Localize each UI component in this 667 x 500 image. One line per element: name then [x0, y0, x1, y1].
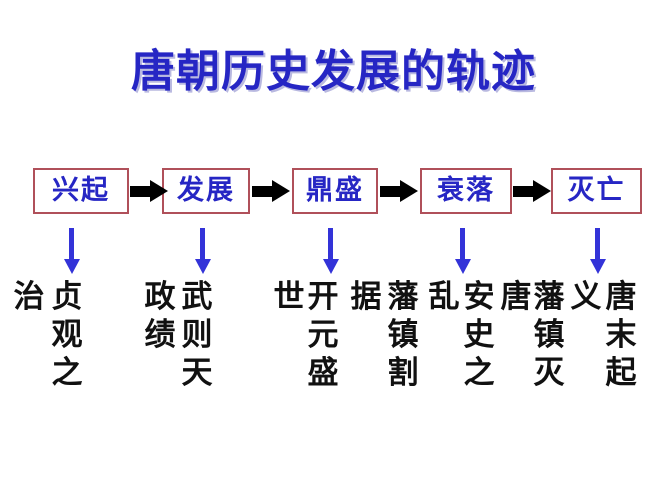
arrow-head: [455, 259, 471, 274]
column-zhengji: 政绩: [143, 278, 177, 354]
column-char: 义: [570, 279, 602, 315]
column-char: 绩: [144, 317, 176, 353]
column-char: 末: [605, 317, 637, 353]
column-char: 政: [144, 279, 176, 315]
arrow-shaft: [460, 228, 465, 262]
column-char: 元: [307, 317, 339, 353]
column-ju: 据: [349, 278, 383, 316]
column-char: 世: [273, 279, 305, 315]
arrow-head: [64, 259, 80, 274]
arrow-head: [323, 259, 339, 274]
column-char: 镇: [387, 317, 419, 353]
stage-box-3[interactable]: 鼎盛: [292, 168, 378, 214]
arrow-shaft: [200, 228, 205, 262]
column-char: 割: [387, 355, 419, 391]
arrow-decline-to-fall-icon: [513, 180, 553, 202]
arrow-develop-to-peak-icon: [252, 180, 292, 202]
arrow-head: [400, 180, 418, 202]
arrow-shaft: [130, 186, 152, 197]
column-char: 据: [350, 279, 382, 315]
stage-box-4[interactable]: 衰落: [420, 168, 512, 214]
column-char: 则: [181, 317, 213, 353]
column-char: 之: [51, 355, 83, 391]
arrow-head: [533, 180, 551, 202]
column-char: 灭: [533, 355, 565, 391]
arrow-rise-to-develop-icon: [130, 180, 170, 202]
column-fanzhenmie: 藩镇灭: [532, 278, 566, 392]
down-arrow-peak-icon: [322, 228, 340, 274]
stage-box-1[interactable]: 兴起: [33, 168, 129, 214]
column-anshizhi: 安史之: [462, 278, 496, 392]
column-char: 唐: [500, 279, 532, 315]
column-char: 武: [181, 279, 213, 315]
arrow-head: [590, 259, 606, 274]
column-char: 唐: [605, 279, 637, 315]
column-char: 盛: [307, 355, 339, 391]
arrow-shaft: [69, 228, 74, 262]
arrow-head: [150, 180, 168, 202]
column-char: 起: [605, 355, 637, 391]
column-char: 安: [463, 279, 495, 315]
arrow-head: [195, 259, 211, 274]
column-char: 史: [463, 317, 495, 353]
stage-box-5[interactable]: 灭亡: [551, 168, 642, 214]
column-luan: 乱: [427, 278, 461, 316]
column-kaiyuansheng: 开元盛: [306, 278, 340, 392]
arrow-shaft: [595, 228, 600, 262]
down-arrow-develop-icon: [194, 228, 212, 274]
down-arrow-rise-icon: [63, 228, 81, 274]
column-char: 镇: [533, 317, 565, 353]
arrow-shaft: [380, 186, 402, 197]
arrow-shaft: [513, 186, 535, 197]
column-char: 天: [181, 355, 213, 391]
column-wuzetian: 武则天: [180, 278, 214, 392]
down-arrow-fall-icon: [589, 228, 607, 274]
down-arrow-decline-icon: [454, 228, 472, 274]
arrow-peak-to-decline-icon: [380, 180, 420, 202]
column-char: 观: [51, 317, 83, 353]
column-shi: 世: [272, 278, 306, 316]
column-char: 藩: [533, 279, 565, 315]
arrow-head: [272, 180, 290, 202]
stage-box-2[interactable]: 发展: [162, 168, 250, 214]
arrow-shaft: [328, 228, 333, 262]
column-char: 开: [307, 279, 339, 315]
column-char: 贞: [51, 279, 83, 315]
column-tangmoqi: 唐末起: [604, 278, 638, 392]
column-fanzhenge: 藩镇割: [386, 278, 420, 392]
column-zhi: 治: [12, 278, 46, 316]
column-zhenguanzhi: 贞观之: [50, 278, 84, 392]
column-char: 藩: [387, 279, 419, 315]
column-char: 之: [463, 355, 495, 391]
column-char: 乱: [428, 279, 460, 315]
arrow-shaft: [252, 186, 274, 197]
page-title: 唐朝历史发展的轨迹: [131, 46, 536, 97]
stage-box-row: 兴起发展鼎盛衰落灭亡: [0, 168, 667, 216]
column-char: 治: [13, 279, 45, 315]
column-yi: 义: [569, 278, 603, 316]
column-tang: 唐: [499, 278, 533, 316]
